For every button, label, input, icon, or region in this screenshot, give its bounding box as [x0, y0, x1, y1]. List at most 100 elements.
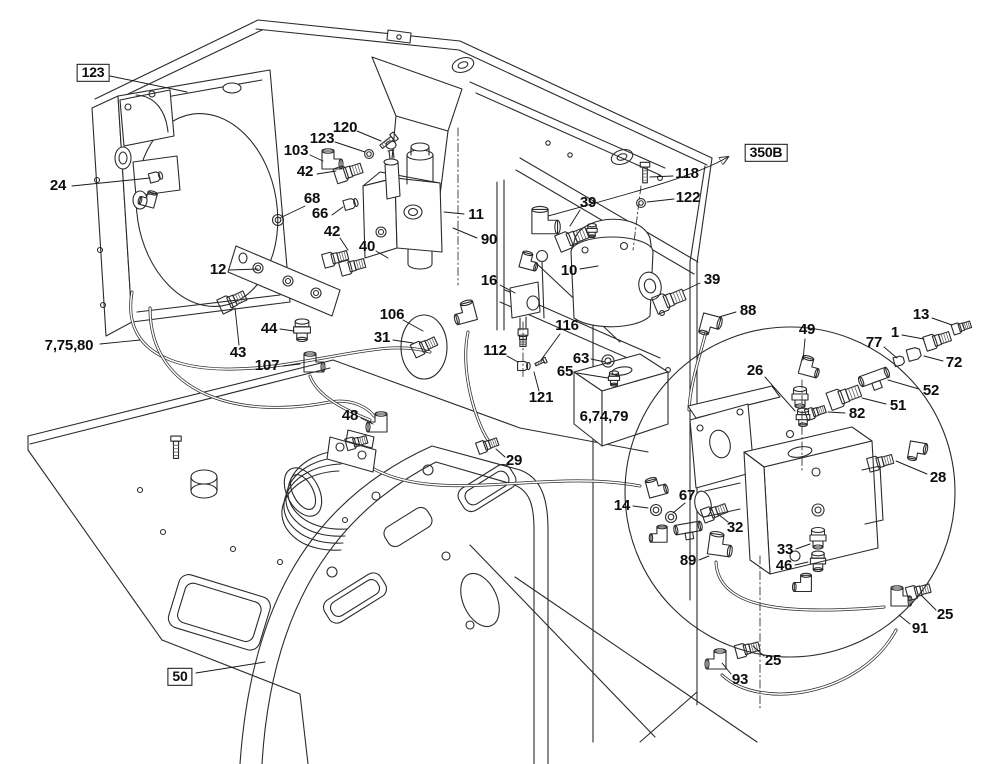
- bolt-fitting-118: [639, 161, 651, 184]
- fit-fitting-40: [338, 255, 367, 277]
- air-duct: [372, 57, 462, 131]
- hoses: [131, 292, 896, 694]
- leader-line-118: [650, 176, 673, 177]
- fit-fitting-13: [950, 318, 973, 336]
- leader-line-65: [577, 373, 608, 378]
- leader-line-91: [899, 615, 910, 624]
- leader-line-66: [332, 207, 343, 215]
- leader-line-93: [722, 663, 731, 674]
- leader-line-12: [229, 269, 258, 270]
- leader-line-25: [753, 646, 764, 656]
- leader-line-89: [699, 556, 709, 560]
- fit-fitting-42b: [321, 247, 350, 269]
- plug-fitting-112: [517, 361, 531, 371]
- elbow-fitting-106: [450, 298, 479, 326]
- leader-line-31: [393, 340, 413, 343]
- access-hatch: [166, 572, 273, 652]
- elbow-fitting-14: [644, 473, 670, 499]
- elbow-fitting-91: [890, 585, 913, 607]
- valve-block-11: [363, 141, 442, 269]
- cyl-fitting-26: [791, 385, 809, 409]
- leader-line-13: [932, 318, 952, 325]
- leader-line-68: [280, 206, 305, 218]
- leader-line-52: [888, 380, 919, 389]
- leader-line-77: [884, 347, 897, 358]
- leader-line-39: [683, 283, 700, 291]
- assembly-centerlines: [523, 186, 802, 708]
- leader-line-14: [633, 506, 648, 508]
- detail-circles: [401, 315, 955, 657]
- elbow-fitting-14c: [648, 524, 668, 543]
- hose-clamp-bracket: [327, 430, 376, 472]
- nut-fitting-77: [892, 354, 906, 368]
- pump-assembly: [688, 386, 883, 574]
- shutoff-valve-16: [510, 251, 548, 331]
- leader-line-116: [541, 334, 560, 360]
- manifold-12: [228, 246, 340, 316]
- leader-line-43: [235, 308, 239, 345]
- tee-fitting-52: [856, 366, 894, 395]
- leader-line-51: [862, 398, 886, 404]
- tee-fitting-67b: [672, 520, 705, 543]
- elbow-fitting-93: [704, 648, 727, 670]
- radiator-assembly: [92, 70, 291, 336]
- leader-line-107: [283, 364, 300, 366]
- fit-fitting-82: [803, 403, 828, 421]
- leader-line-112: [507, 356, 518, 362]
- elbow-fitting-89: [706, 530, 736, 558]
- reservoir-tank: [574, 354, 668, 446]
- detail-ellipse-31: [401, 315, 447, 379]
- leader-line-122: [647, 199, 674, 202]
- drum-fender: [240, 312, 757, 764]
- leader-line-40: [376, 251, 388, 258]
- bolt-fitting-stud: [170, 435, 182, 460]
- fit-fitting-31: [409, 334, 440, 359]
- leader-line-7,75,80: [100, 340, 140, 344]
- filter-assembly-10: [571, 219, 664, 327]
- ring-fitting-122: [636, 198, 646, 208]
- leader-line-106: [403, 320, 423, 331]
- radiator-bracket: [120, 90, 174, 146]
- cyl-fitting-44: [293, 318, 311, 343]
- leader-line-25: [921, 595, 936, 610]
- leader-line-10: [580, 266, 598, 269]
- elbow-fitting-49: [797, 354, 824, 379]
- leader-line-42: [340, 238, 348, 250]
- elbow-fitting-103: [321, 148, 344, 170]
- leader-line-24: [72, 178, 150, 186]
- fit-fitting-1: [922, 328, 953, 352]
- cyl-fitting-26b: [795, 407, 811, 427]
- nut-fitting-72: [905, 345, 923, 363]
- leader-line-82: [828, 412, 845, 413]
- leader-line-1: [902, 335, 924, 339]
- leader-line-42: [317, 171, 336, 174]
- leader-line-72: [924, 356, 943, 361]
- leader-line-16: [500, 285, 515, 293]
- leader-line-50: [196, 662, 265, 673]
- ring-fitting-14b: [649, 503, 663, 517]
- leader-line-88: [719, 312, 736, 317]
- leader-line-103: [310, 155, 323, 161]
- leader-line-46: [795, 562, 808, 565]
- leader-line-39: [570, 210, 580, 226]
- leader-line-120: [357, 131, 381, 141]
- fit-fitting-42: [332, 159, 365, 185]
- leader-line-123: [110, 76, 187, 92]
- leader-line-11: [444, 212, 464, 214]
- leader-line-33: [796, 544, 810, 549]
- leader-line-48: [361, 418, 373, 424]
- plug-fitting-66: [342, 196, 360, 211]
- leader-layer: [72, 76, 952, 674]
- leader-line-63: [591, 359, 605, 362]
- fit-fitting-51: [825, 381, 864, 412]
- leader-line-49: [803, 339, 805, 360]
- leader-arrow-350B: [548, 157, 728, 216]
- ring-fitting-123: [364, 149, 374, 159]
- leader-line-44: [280, 329, 294, 331]
- elbow-fitting-90: [531, 205, 561, 235]
- leader-line-90: [453, 228, 477, 238]
- detail-circle-pump: [625, 327, 955, 657]
- engine-deck: [28, 360, 648, 764]
- hose-bundle: [282, 450, 347, 550]
